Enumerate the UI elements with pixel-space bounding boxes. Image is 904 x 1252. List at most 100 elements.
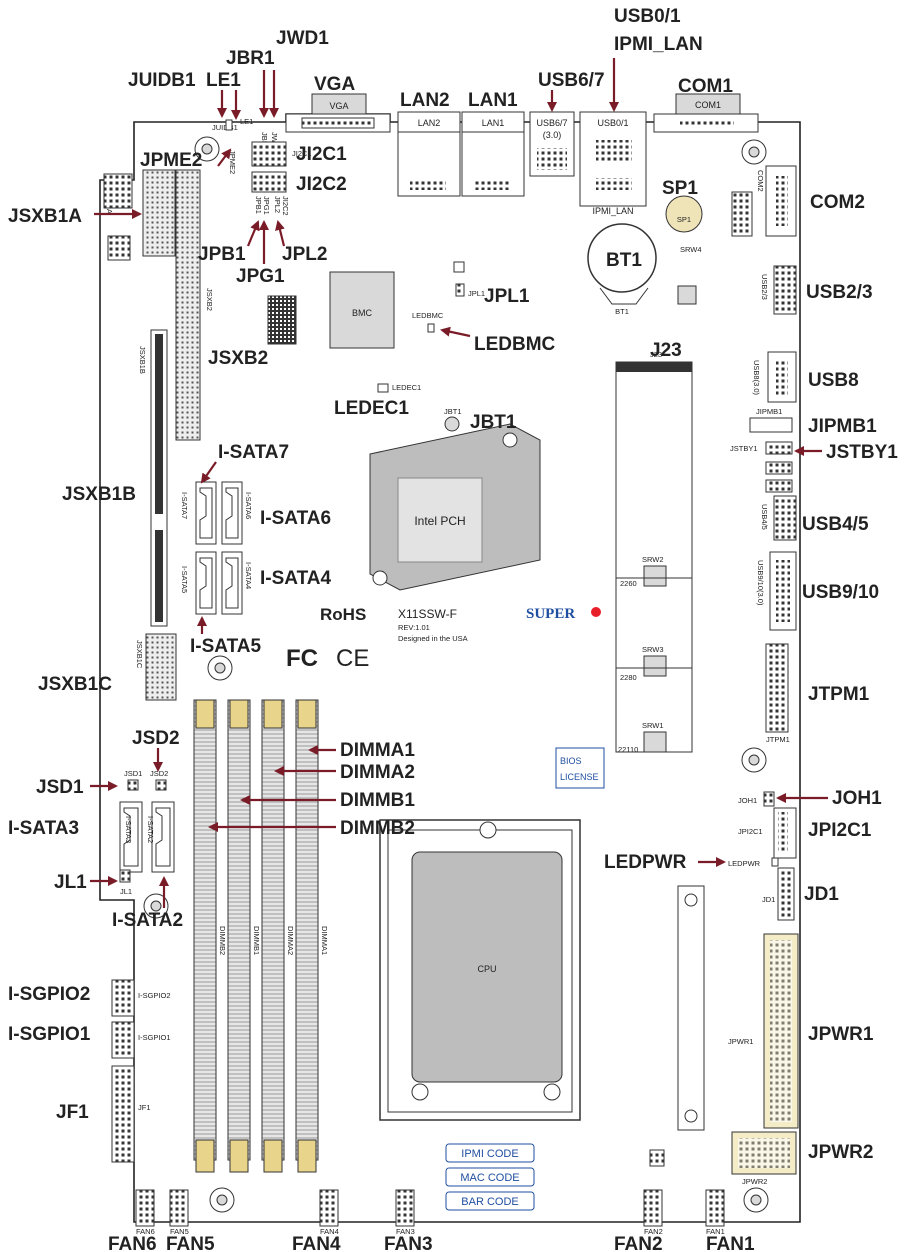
bt1-battery: BT1	[587, 223, 657, 316]
svg-text:DIMMA1: DIMMA1	[320, 926, 329, 955]
svg-text:JSXB1A: JSXB1A	[8, 206, 82, 227]
svg-text:MAC CODE: MAC CODE	[460, 1172, 519, 1184]
svg-text:FAN2: FAN2	[644, 1227, 663, 1236]
svg-text:2260: 2260	[620, 579, 637, 588]
pcie-slot	[677, 885, 705, 1131]
svg-text:LEDEC1: LEDEC1	[392, 383, 421, 392]
svg-text:JSXB1C: JSXB1C	[38, 674, 112, 695]
svg-text:LEDPWR: LEDPWR	[728, 859, 761, 868]
svg-text:JPL2: JPL2	[273, 196, 282, 213]
svg-text:DIMMA2: DIMMA2	[340, 762, 415, 783]
jf1-header: JF1	[111, 1065, 151, 1163]
svg-text:FAN6: FAN6	[108, 1234, 157, 1252]
usb23-header: USB2/3	[760, 265, 797, 315]
srw4-standoff: SRW4	[677, 245, 702, 305]
svg-text:I-SATA2: I-SATA2	[112, 910, 183, 931]
jsd2-header: JSD2	[150, 769, 168, 791]
cpu-socket: CPU	[379, 819, 581, 1121]
svg-text:X11SSW-F: X11SSW-F	[398, 607, 457, 621]
isata3-port: I-SATA3	[119, 801, 143, 873]
svg-text:JTPM1: JTPM1	[808, 684, 870, 705]
svg-text:FAN3: FAN3	[396, 1227, 415, 1236]
svg-text:JUIDB1: JUIDB1	[212, 123, 238, 132]
svg-text:CPU: CPU	[477, 964, 496, 974]
lan1-port: LAN1	[461, 111, 525, 197]
svg-text:JPL1: JPL1	[468, 289, 485, 298]
svg-text:I-SGPIO2: I-SGPIO2	[8, 984, 90, 1005]
svg-text:BIOS: BIOS	[560, 756, 582, 766]
svg-text:USB4/5: USB4/5	[802, 514, 869, 535]
fan5-header: FAN5	[169, 1189, 189, 1236]
jsxb1b-slot: JSXB1B	[138, 329, 168, 627]
svg-text:COM2: COM2	[756, 170, 765, 192]
svg-text:22110: 22110	[618, 745, 638, 754]
svg-text:FC: FC	[286, 645, 318, 672]
svg-text:JSXB1B: JSXB1B	[62, 484, 136, 505]
svg-text:USB8: USB8	[808, 370, 859, 391]
jipmb1-header: JIPMB1	[749, 407, 793, 433]
ipmi-code-label: IPMI CODE	[445, 1143, 535, 1163]
svg-text:JPB1: JPB1	[254, 196, 263, 214]
svg-text:FAN5: FAN5	[166, 1234, 215, 1252]
svg-text:DIMMB2: DIMMB2	[340, 818, 415, 839]
svg-text:BAR CODE: BAR CODE	[461, 1196, 518, 1208]
svg-text:JF1: JF1	[56, 1102, 89, 1123]
svg-text:I-SATA7: I-SATA7	[218, 442, 289, 463]
svg-text:JSD1: JSD1	[36, 777, 84, 798]
usb67-port: USB6/7 (3.0)	[529, 111, 575, 177]
svg-text:J23: J23	[650, 340, 682, 361]
svg-text:JL1: JL1	[54, 872, 87, 893]
svg-text:LAN1: LAN1	[468, 90, 518, 111]
lan2-port: LAN2	[397, 111, 461, 197]
svg-text:JSXB2: JSXB2	[205, 288, 214, 311]
svg-text:LEDBMC: LEDBMC	[412, 311, 444, 320]
svg-text:DIMMA1: DIMMA1	[340, 740, 415, 761]
svg-text:FAN2: FAN2	[614, 1234, 663, 1252]
jsxb2-slot: JSXB2	[175, 169, 214, 441]
svg-text:I-SGPIO2: I-SGPIO2	[138, 991, 171, 1000]
svg-text:LEDBMC: LEDBMC	[474, 334, 556, 355]
dimm-slot-b1: DIMMB1	[227, 699, 261, 1173]
fan3-header: FAN3	[395, 1189, 415, 1236]
svg-text:JBT1: JBT1	[470, 412, 517, 433]
ic-chip	[267, 295, 297, 345]
svg-text:LAN2: LAN2	[400, 90, 450, 111]
dimm-slot-b2: DIMMB2	[193, 699, 227, 1173]
svg-text:JIPMB1: JIPMB1	[808, 416, 877, 437]
svg-text:JSXB1B: JSXB1B	[138, 346, 147, 374]
jpwr2-connector: JPWR2	[731, 1131, 797, 1186]
svg-text:JSTBY1: JSTBY1	[826, 442, 898, 463]
svg-text:JBT1: JBT1	[444, 407, 462, 416]
svg-text:FAN4: FAN4	[320, 1227, 339, 1236]
svg-text:I-SATA4: I-SATA4	[244, 562, 253, 589]
svg-text:FAN5: FAN5	[170, 1227, 189, 1236]
svg-text:I-SATA3: I-SATA3	[124, 816, 133, 843]
svg-text:LICENSE: LICENSE	[560, 772, 599, 782]
svg-text:LEDEC1: LEDEC1	[334, 398, 409, 419]
svg-text:USB2/3: USB2/3	[806, 282, 873, 303]
svg-text:SRW2: SRW2	[642, 555, 664, 564]
j23-m2-slot: J23 SRW2 2260 SRW3 2280 SRW1 22110	[615, 350, 693, 754]
svg-text:JPME2: JPME2	[228, 150, 237, 174]
isata7-port: I-SATA7	[180, 481, 217, 545]
callout-arrows	[90, 58, 828, 908]
svg-text:SP1: SP1	[677, 215, 691, 224]
fan4-header: FAN4	[319, 1189, 339, 1236]
jsxb1a-slot: JSXB1A	[103, 169, 176, 261]
svg-text:COM1: COM1	[695, 100, 721, 110]
svg-text:JPWR2: JPWR2	[808, 1142, 873, 1163]
svg-text:JOH1: JOH1	[832, 788, 882, 809]
usb45-header: USB4/5	[760, 495, 797, 541]
fan6-header: FAN6	[135, 1189, 155, 1236]
jtpm1-header: JTPM1	[765, 643, 790, 744]
svg-text:Intel PCH: Intel PCH	[414, 514, 465, 528]
dimm-slot-a1: DIMMA1	[295, 699, 329, 1173]
vga-port: VGA	[285, 93, 391, 133]
svg-text:JPME2: JPME2	[140, 150, 202, 171]
svg-text:USB8(3.0): USB8(3.0)	[752, 360, 761, 396]
dimm-slot-a2: DIMMA2	[261, 699, 295, 1173]
usb01-ipmi-lan-port: USB0/1 IPMI_LAN	[579, 111, 647, 216]
svg-text:SRW1: SRW1	[642, 721, 664, 730]
jl1-header: JL1	[119, 869, 132, 896]
